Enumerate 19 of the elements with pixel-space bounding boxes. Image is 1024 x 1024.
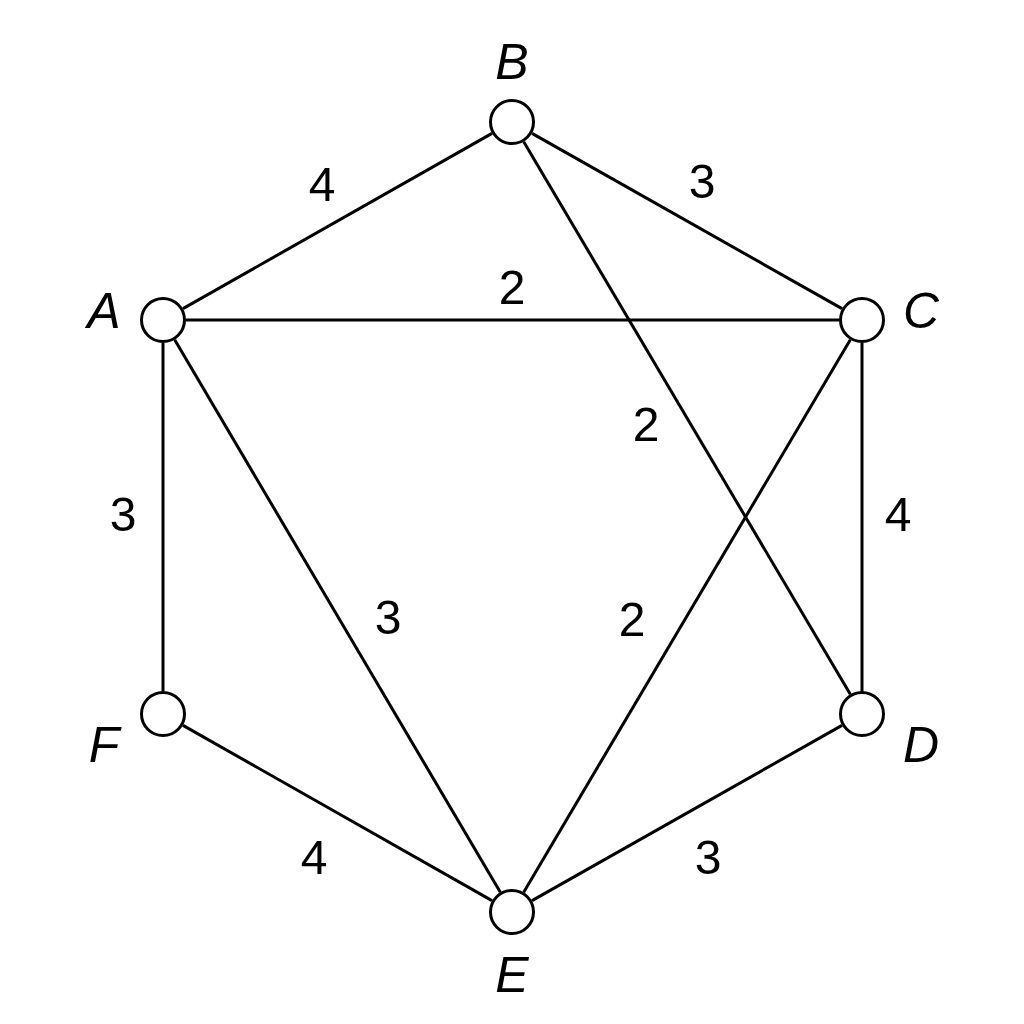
- node-label: F: [88, 720, 120, 770]
- edge-label: 3: [374, 594, 402, 642]
- edge-line: [186, 318, 839, 322]
- edge-label: 4: [300, 834, 328, 882]
- edge-line: [161, 343, 165, 691]
- edge-label: 2: [498, 264, 526, 312]
- edge-label: 4: [308, 161, 336, 209]
- node-label: B: [495, 37, 529, 87]
- edge-label: 2: [618, 596, 646, 644]
- node-label: C: [902, 286, 940, 336]
- node-label: A: [87, 286, 121, 336]
- edge-line: [860, 343, 864, 691]
- edge-label: 4: [884, 491, 912, 539]
- edge-label: 2: [632, 401, 660, 449]
- edge-label: 3: [109, 491, 137, 539]
- node-label: D: [902, 720, 940, 770]
- edge-label: 3: [694, 834, 722, 882]
- node-label: E: [495, 950, 529, 1000]
- edge-label: 3: [688, 158, 716, 206]
